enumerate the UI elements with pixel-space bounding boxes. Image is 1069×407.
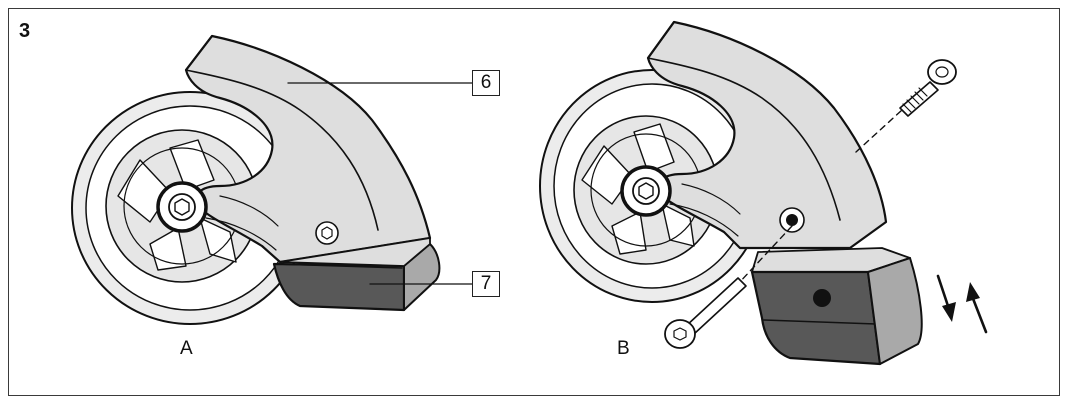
figure-number: 3: [19, 20, 31, 42]
hex-bolt-icon: [638, 182, 654, 200]
lower-bolt: [664, 225, 793, 349]
arrow-down-icon: [936, 274, 956, 322]
brake-pad-b: [750, 247, 923, 366]
panel-a: [71, 34, 475, 325]
panel-a-label: A: [180, 338, 193, 359]
arrow-up-icon: [966, 282, 988, 334]
panel-b-label: B: [617, 338, 630, 359]
brake-pad-a: [272, 237, 441, 312]
upper-bolt: [855, 59, 957, 153]
panel-b: [539, 20, 988, 366]
callout-part-7: 7: [472, 271, 500, 297]
callout-part-6: 6: [472, 70, 500, 96]
hex-bolt-icon: [174, 198, 190, 216]
wheel-a: [71, 91, 309, 325]
